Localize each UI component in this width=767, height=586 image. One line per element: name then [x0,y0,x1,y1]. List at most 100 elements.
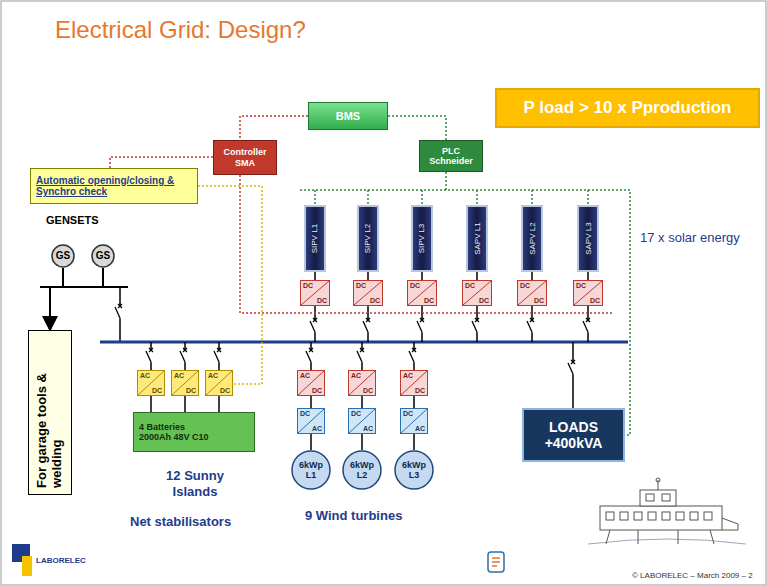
solar-panel: SIPV L3 [411,205,433,272]
genset-circle: GS [51,244,75,268]
dc-converter: DCDC [573,280,603,306]
node-label: Controller SMA [214,147,276,168]
power-link [361,434,363,450]
group-label: GENSETS [46,214,99,226]
converter-label: DC [465,281,489,290]
node-label: GS [56,250,70,262]
converter-label: AC [351,371,373,380]
converter-label: DC [403,386,425,395]
node-label: SIPV L1 [310,224,319,253]
converter-label: DC [174,386,196,395]
converter-label: DC [351,409,373,418]
power-link [50,268,63,330]
converter-label: AC [300,424,322,433]
converter-label: AC [208,371,230,380]
power-link [310,434,312,450]
control-link [110,157,213,168]
battery-box: 4 Batteries2000Ah 48V C10 [133,412,255,452]
converter-label: AC [351,424,373,433]
solar-panel: SAPV L1 [466,205,488,272]
dc-converter: DCDC [462,280,492,306]
power-link [367,272,369,280]
switching-box: Automatic opening/closing & Synchro chec… [30,168,198,204]
node-label: SAPV L1 [472,222,481,254]
wind-converter: DC AC [297,408,325,434]
copyright-note: © LABORELEC – March 2009 – 2 [632,571,753,580]
main-bus [100,341,628,344]
solar-panel: SIPV L1 [304,205,326,272]
breaker-symbol [115,304,124,319]
battery-inverter: ACDC [137,370,165,396]
loads-box: LOADS+400kVA [522,408,625,462]
power-link [314,272,316,280]
group-label: 9 Wind turbines [305,508,402,523]
power-link [587,272,589,280]
converter-label: DC [576,296,600,305]
converter-label: DC [351,386,373,395]
solar-panel: SIPV L2 [357,205,379,272]
wind-converter: DC AC [348,408,376,434]
wind-rectifier: AC DC [297,370,325,396]
wind-rectifier: AC DC [348,370,376,396]
battery-inverter: AC DC [205,370,233,396]
node-label: +400kVA [545,435,603,451]
converter-label: DC [403,409,425,418]
control-link [240,116,308,140]
node-label: LOADS [549,419,598,435]
wind-rectifier: ACDC [400,370,428,396]
power-link [476,272,478,280]
node-label: 4 Batteries [139,422,185,432]
node-label: P load > 10 x Pproduction [524,98,732,118]
node-label: 6kWp L3 [399,460,429,480]
breaker-symbols [146,318,592,375]
dc-converter: DC DC [517,280,547,306]
garage-box: For garage tools & welding [28,330,72,495]
node-label: 6kWp L2 [347,460,377,480]
wind-turbine: 6kWp L1 [291,450,331,490]
converter-label: DC [356,296,380,305]
node-label: SAPV L3 [583,222,592,254]
dc-converter: DC DC [300,280,330,306]
bms-box: BMS [308,102,388,130]
logo-text: LABORELEC [36,556,86,565]
station-illustration [588,478,746,544]
converter-label: DC [208,386,230,395]
converter-label: AC [300,371,322,380]
wind-turbine: 6kWp L2 [342,450,382,490]
converter-label: DC [303,296,327,305]
converter-label: AC [174,371,196,380]
converter-label: DC [300,409,322,418]
converter-label: DC [300,386,322,395]
converter-label: AC [403,424,425,433]
node-label: Automatic opening/closing & Synchro chec… [36,175,192,198]
converter-label: DC [410,296,434,305]
power-link [361,396,363,408]
converter-label: DC [410,281,434,290]
power-link [413,396,415,408]
solar-panel: SAPV L3 [577,205,599,272]
node-label: For garage tools & welding [35,338,65,488]
converter-label: DC [140,386,162,395]
node-label: 6kWp L1 [296,460,326,480]
genset-circle: GS [91,244,115,268]
footer-icon [488,552,504,572]
group-label: 17 x solar energy [640,230,740,245]
node-label: GS [96,250,110,262]
power-link [150,396,152,412]
group-label: 12 Sunny Islands [150,468,240,499]
converter-label: DC [303,281,327,290]
dc-converter: DCDC [353,280,383,306]
company-logo [12,544,32,576]
converter-label: DC [520,281,544,290]
node-label: BMS [336,110,360,123]
node-label: PLC Schneider [420,146,482,167]
converter-label: DC [520,296,544,305]
controller-box: Controller SMA [213,140,277,175]
wind-turbine: 6kWp L3 [394,450,434,490]
dc-converter: DC DC [407,280,437,306]
power-link [310,396,312,408]
node-label: SIPV L3 [417,224,426,253]
power-link [413,434,415,450]
node-label: SAPV L2 [527,222,536,254]
